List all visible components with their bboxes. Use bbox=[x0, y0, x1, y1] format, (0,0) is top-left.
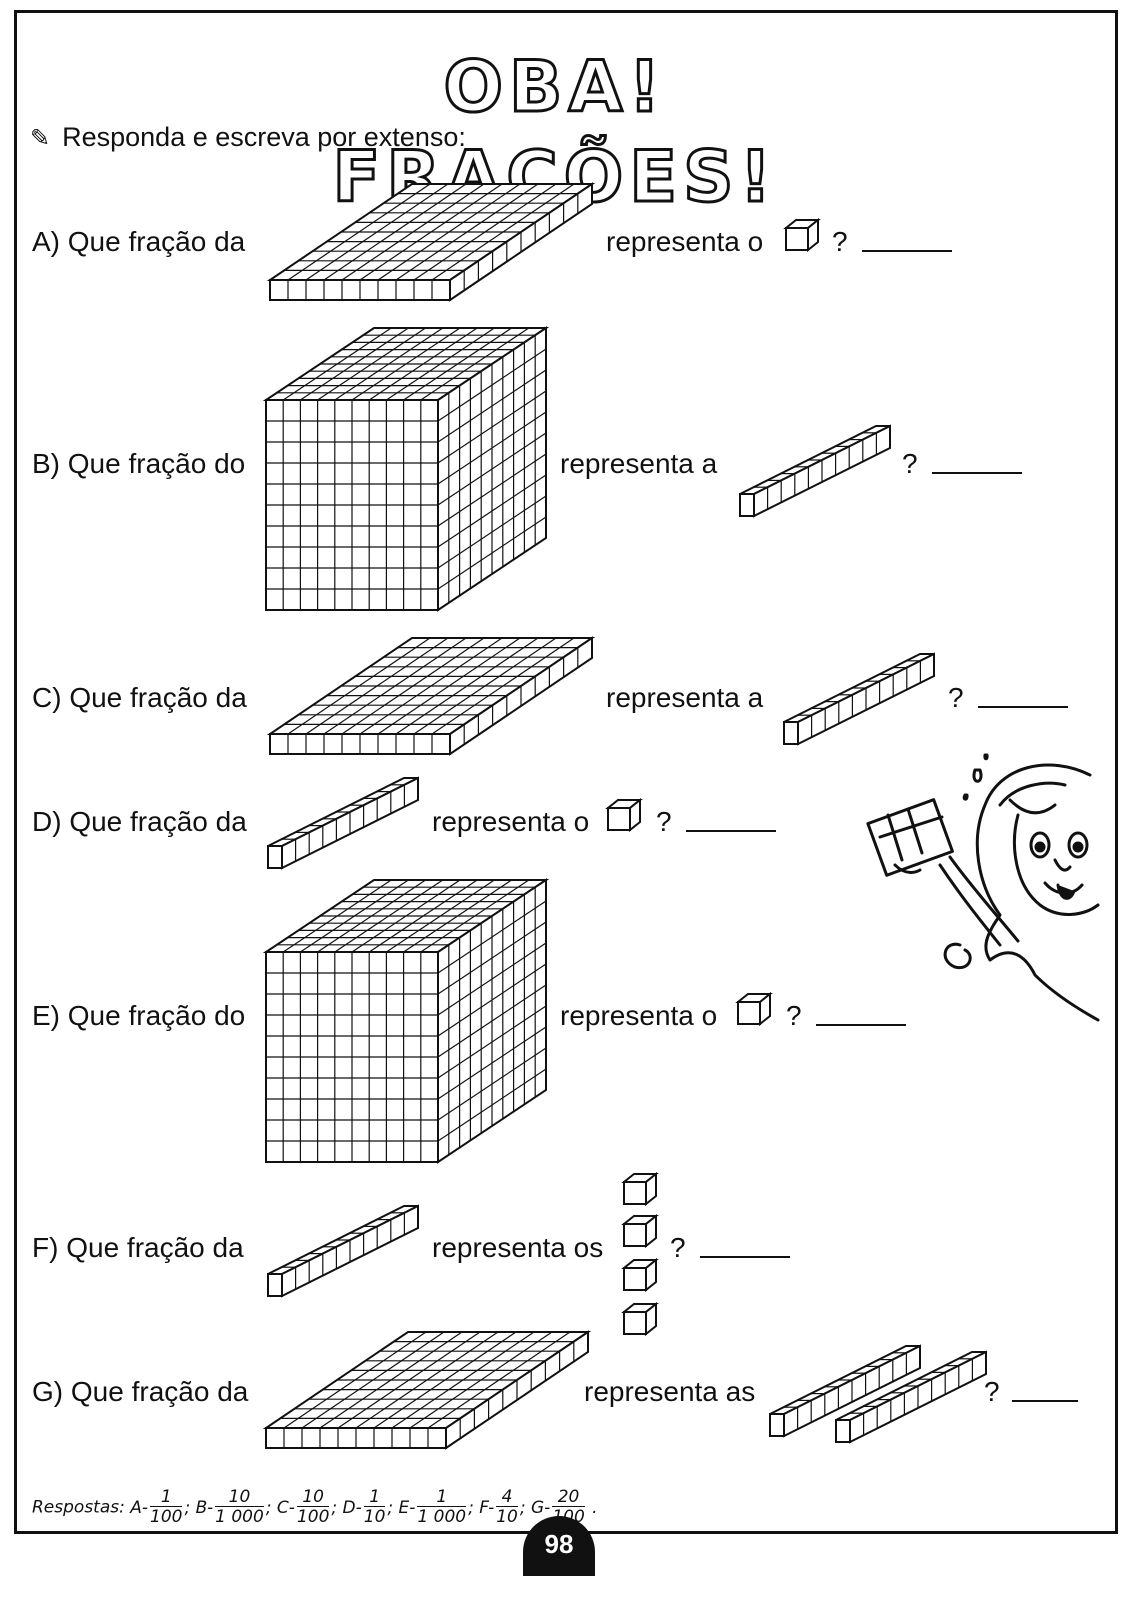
answer-key: D- bbox=[337, 1497, 362, 1518]
unit-cube-a bbox=[783, 217, 821, 253]
question-c: C) Que fração da bbox=[32, 682, 247, 713]
answer-line-f[interactable] bbox=[700, 1256, 790, 1258]
fraction-denominator: 100 bbox=[296, 1507, 330, 1527]
answer-key: B- bbox=[190, 1497, 214, 1518]
fraction-denominator: 1 000 bbox=[417, 1507, 467, 1527]
question-b-mid: representa a bbox=[560, 448, 718, 479]
answer-separator: ; bbox=[387, 1497, 394, 1518]
answer-separator: . bbox=[586, 1497, 598, 1518]
answer-line-c[interactable] bbox=[978, 706, 1068, 708]
question-g-mid: representa as bbox=[584, 1376, 756, 1407]
rod-block-d bbox=[267, 776, 419, 870]
fraction-denominator: 100 bbox=[150, 1507, 183, 1527]
flat-block-c bbox=[266, 636, 596, 756]
answer-line-g[interactable] bbox=[1012, 1400, 1078, 1402]
question-d-mid: representa o bbox=[432, 806, 590, 837]
answer-key: F- bbox=[473, 1497, 495, 1518]
answer-line-e[interactable] bbox=[816, 1024, 906, 1026]
rod-block-g1 bbox=[769, 1344, 921, 1438]
question-d-end: ? bbox=[656, 806, 672, 837]
flat-block-g bbox=[262, 1330, 592, 1450]
cube-block-e bbox=[262, 878, 550, 1164]
rod-block-g2 bbox=[835, 1350, 987, 1444]
question-e-mid: representa o bbox=[560, 1000, 718, 1031]
question-c-mid: representa a bbox=[606, 682, 764, 713]
page-title: OBA! FRAÇÕES! bbox=[331, 45, 778, 220]
fraction-numerator: 1 bbox=[363, 1488, 386, 1507]
answer-key: C- bbox=[271, 1497, 295, 1518]
rod-block-c bbox=[783, 652, 935, 746]
rod-block-f bbox=[267, 1204, 419, 1298]
fraction-denominator: 1 000 bbox=[215, 1507, 264, 1527]
fraction-numerator: 1 bbox=[150, 1488, 183, 1507]
answer-separator: ; bbox=[184, 1497, 191, 1518]
question-e-end: ? bbox=[786, 1000, 802, 1031]
fraction-denominator: 10 bbox=[363, 1507, 386, 1527]
fraction-numerator: 20 bbox=[552, 1488, 585, 1507]
question-a: A) Que fração da bbox=[32, 226, 246, 257]
question-d: D) Que fração da bbox=[32, 806, 247, 837]
answer-line-a[interactable] bbox=[862, 250, 952, 252]
question-b-end: ? bbox=[902, 448, 918, 479]
question-f-end: ? bbox=[670, 1232, 686, 1263]
question-c-end: ? bbox=[948, 682, 964, 713]
answers-label: Respostas: bbox=[32, 1497, 125, 1518]
question-f: F) Que fração da bbox=[32, 1232, 244, 1263]
answer-separator: ; bbox=[468, 1497, 474, 1518]
question-g: G) Que fração da bbox=[32, 1376, 249, 1407]
unit-cube-f3 bbox=[621, 1257, 659, 1293]
cube-block-b bbox=[262, 326, 550, 612]
answer-key: E- bbox=[393, 1497, 416, 1518]
pencil-icon: ✎ bbox=[30, 125, 51, 152]
fraction-denominator: 10 bbox=[496, 1507, 518, 1527]
fraction-numerator: 1 bbox=[417, 1488, 467, 1507]
answer-separator: ; bbox=[331, 1497, 338, 1518]
girl-illustration bbox=[866, 753, 1100, 1022]
question-a-mid: representa o bbox=[606, 226, 764, 257]
fraction-numerator: 10 bbox=[296, 1488, 330, 1507]
unit-cube-d bbox=[605, 797, 643, 833]
fraction-numerator: 10 bbox=[215, 1488, 264, 1507]
unit-cube-f4 bbox=[621, 1301, 659, 1337]
answer-key: A- bbox=[130, 1497, 149, 1518]
answer-separator: ; bbox=[265, 1497, 272, 1518]
rod-block-b bbox=[739, 424, 891, 518]
answer-key: G- bbox=[525, 1497, 551, 1518]
unit-cube-f2 bbox=[621, 1213, 659, 1249]
fraction-numerator: 4 bbox=[496, 1488, 518, 1507]
question-f-mid: representa os bbox=[432, 1232, 604, 1263]
page-number: 98 bbox=[523, 1516, 595, 1576]
question-a-end: ? bbox=[832, 226, 848, 257]
unit-cube-f1 bbox=[621, 1171, 659, 1207]
question-g-end: ? bbox=[984, 1376, 1000, 1407]
answer-line-d[interactable] bbox=[686, 830, 776, 832]
instruction: ✎ Responda e escreva por extenso: bbox=[30, 122, 466, 153]
answer-line-b[interactable] bbox=[932, 472, 1022, 474]
question-e: E) Que fração do bbox=[32, 1000, 246, 1031]
flat-block-a bbox=[266, 182, 596, 302]
question-b: B) Que fração do bbox=[32, 448, 246, 479]
answer-separator: ; bbox=[519, 1497, 526, 1518]
unit-cube-e bbox=[735, 991, 773, 1027]
instruction-text: Responda e escreva por extenso: bbox=[62, 122, 466, 152]
